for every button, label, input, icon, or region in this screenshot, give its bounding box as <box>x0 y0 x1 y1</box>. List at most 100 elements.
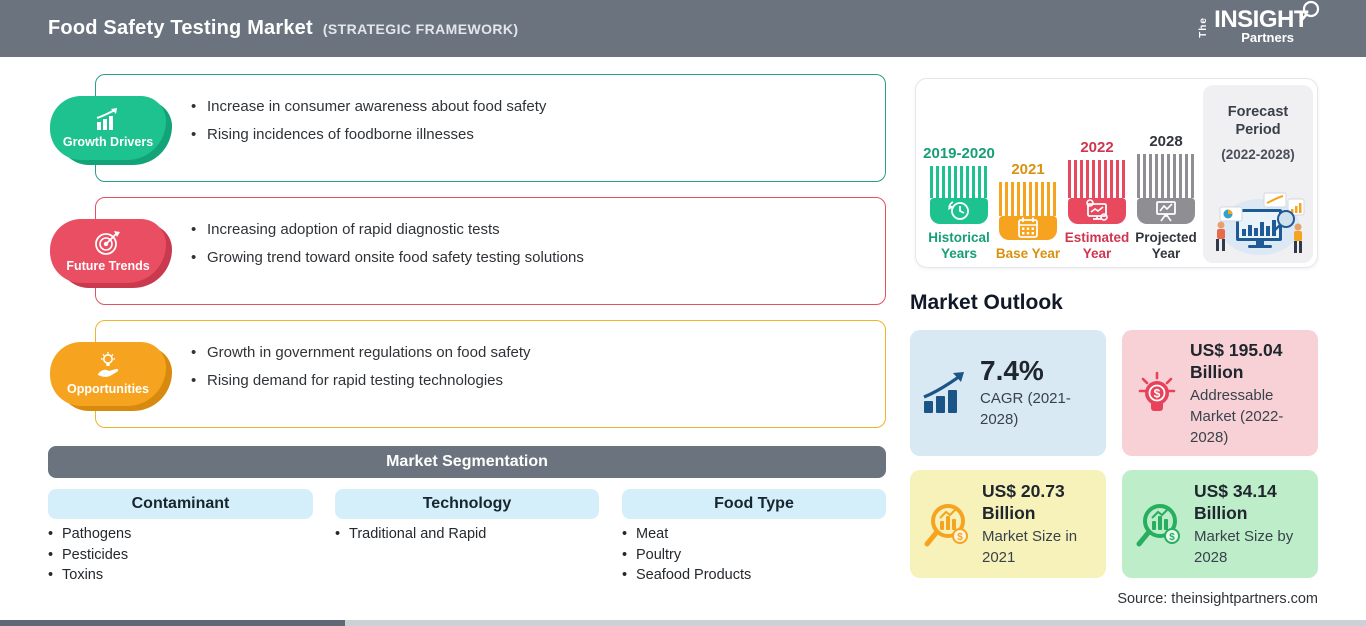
size-2028-value: US$ 34.14 Billion <box>1194 481 1277 523</box>
food-type-items: Meat Poultry Seafood Products <box>622 524 751 586</box>
size-2028-text: US$ 34.14 Billion Market Size by 2028 <box>1194 480 1308 568</box>
bar-body <box>1137 198 1195 224</box>
growth-drivers-badge: Growth Drivers <box>50 96 166 160</box>
opportunities-label: Opportunities <box>67 382 149 396</box>
svg-text:$: $ <box>1154 387 1161 401</box>
analytics-illustration <box>1216 192 1305 255</box>
size-2028-icon-wrap: $ <box>1134 499 1184 549</box>
size-2021-text: US$ 20.73 Billion Market Size in 2021 <box>982 480 1096 568</box>
future-trends-list: Increasing adoption of rapid diagnostic … <box>191 216 885 272</box>
horizontal-scrollbar-track[interactable] <box>0 620 1366 626</box>
calendar-icon <box>1018 217 1038 238</box>
technology-items: Traditional and Rapid <box>335 524 486 545</box>
year-label: 2021 <box>1011 160 1045 178</box>
segmentation-header-contaminant: Contaminant <box>48 489 313 519</box>
bar-caption: Historical Years <box>928 230 990 261</box>
list-item: Rising incidences of foodborne illnesses <box>191 121 885 149</box>
column-header-label: Technology <box>422 495 512 512</box>
bar-body <box>999 215 1057 240</box>
list-item: Seafood Products <box>622 565 751 586</box>
column-header-label: Contaminant <box>131 495 230 512</box>
growth-drivers-label: Growth Drivers <box>62 134 154 149</box>
future-trends-badge: Future Trends <box>50 219 166 283</box>
forecast-period-panel: Forecast Period (2022-2028) <box>1203 85 1313 263</box>
bar-body <box>1068 198 1126 224</box>
magnifier-chart-icon: $ <box>924 504 968 547</box>
logo-insight-word: INSIGHT <box>1214 6 1308 33</box>
bar-body <box>930 198 988 224</box>
contaminant-items: Pathogens Pesticides Toxins <box>48 524 131 586</box>
market-size-2028-card: $ US$ 34.14 Billion Market Size by 2028 <box>1122 470 1318 578</box>
year-label: 2019-2020 <box>923 145 995 162</box>
addressable-label: Addressable Market (2022-2028) <box>1190 386 1284 446</box>
timeline-bar-base: 2021 Base Year <box>996 160 1060 262</box>
list-item: Toxins <box>48 565 131 586</box>
bar-chart-arrow-icon <box>923 372 964 413</box>
horizontal-scrollbar-thumb[interactable] <box>0 620 345 626</box>
bar-caption: Projected Year <box>1135 230 1197 261</box>
page-title: Food Safety Testing Market <box>48 17 313 39</box>
segmentation-header-food-type: Food Type <box>622 489 886 519</box>
list-item: Meat <box>622 524 751 545</box>
bar-stripes <box>1068 160 1126 198</box>
monitor-gear-icon <box>1086 199 1108 221</box>
magnifier-icon <box>1299 0 1320 23</box>
timeline-bar-historical: 2019-2020 Historical Years <box>923 145 995 261</box>
bar-caption: Estimated Year <box>1064 230 1130 261</box>
addressable-market-card: $ US$ 195.04 Billion Addressable Market … <box>1122 330 1318 456</box>
list-item: Rising demand for rapid testing technolo… <box>191 367 885 395</box>
list-item: Growing trend toward onsite food safety … <box>191 244 885 272</box>
list-item: Pesticides <box>48 545 131 566</box>
future-trends-box: Increasing adoption of rapid diagnostic … <box>95 197 886 305</box>
year-label: 2028 <box>1149 133 1183 150</box>
bar-stripes <box>1137 154 1195 198</box>
timeline-bar-projected: 2028 Projected Year <box>1135 133 1197 261</box>
bar-caption: Base Year <box>995 245 1061 261</box>
logo-insight-text: INSIGHT <box>1214 0 1320 33</box>
size-2021-icon-wrap: $ <box>922 499 972 549</box>
bar-stripes <box>930 166 988 198</box>
logo-partners-text: Partners <box>1241 30 1294 45</box>
logo-the-text: The <box>1198 17 1210 38</box>
cagr-value: 7.4% <box>980 355 1044 386</box>
forecast-period-title: Forecast Period <box>1227 104 1289 138</box>
history-clock-icon <box>948 201 969 220</box>
cagr-text: 7.4% CAGR (2021-2028) <box>980 356 1096 430</box>
addressable-value: US$ 195.04 Billion <box>1190 339 1283 382</box>
opportunities-box: Growth in government regulations on food… <box>95 320 886 428</box>
list-item: Poultry <box>622 545 751 566</box>
addressable-text: US$ 195.04 Billion Addressable Market (2… <box>1190 339 1308 448</box>
bulb-hand-icon <box>98 352 119 377</box>
projection-board-icon <box>1156 201 1176 222</box>
list-item: Increasing adoption of rapid diagnostic … <box>191 216 885 244</box>
opportunities-badge: Opportunities <box>50 342 166 406</box>
size-2021-label: Market Size in 2021 <box>982 528 1078 566</box>
target-arrow-icon <box>95 230 120 255</box>
cagr-label: CAGR (2021-2028) <box>980 390 1071 428</box>
market-segmentation-bar: Market Segmentation <box>48 446 886 478</box>
size-2021-value: US$ 20.73 Billion <box>982 481 1065 523</box>
magnifier-chart-icon: $ <box>1136 504 1180 547</box>
growth-drivers-box: Increase in consumer awareness about foo… <box>95 74 886 182</box>
cagr-icon-wrap <box>922 371 970 415</box>
svg-text:$: $ <box>1169 532 1175 543</box>
cagr-card: 7.4% CAGR (2021-2028) <box>910 330 1106 456</box>
list-item: Traditional and Rapid <box>335 524 486 545</box>
page-title-group: Food Safety Testing Market (STRATEGIC FR… <box>48 17 518 40</box>
addressable-icon-wrap: $ <box>1134 367 1180 419</box>
growth-chart-icon <box>96 107 117 130</box>
year-label: 2022 <box>1080 139 1114 156</box>
segmentation-header-technology: Technology <box>335 489 599 519</box>
brand-logo: The INSIGHT Partners <box>1193 0 1320 45</box>
opportunities-list: Growth in government regulations on food… <box>191 339 885 395</box>
list-item: Pathogens <box>48 524 131 545</box>
timeline-bars: 2019-2020 Historical Years 2021 <box>923 79 1197 269</box>
market-outlook-title: Market Outlook <box>910 291 1063 314</box>
column-header-label: Food Type <box>714 495 794 512</box>
market-segmentation-title: Market Segmentation <box>386 453 548 470</box>
forecast-period-range: (2022-2028) <box>1221 147 1295 162</box>
source-attribution: Source: theinsightpartners.com <box>1117 591 1318 607</box>
growth-drivers-list: Increase in consumer awareness about foo… <box>191 93 885 149</box>
logo-main: INSIGHT Partners <box>1214 0 1320 45</box>
list-item: Growth in government regulations on food… <box>191 339 885 367</box>
